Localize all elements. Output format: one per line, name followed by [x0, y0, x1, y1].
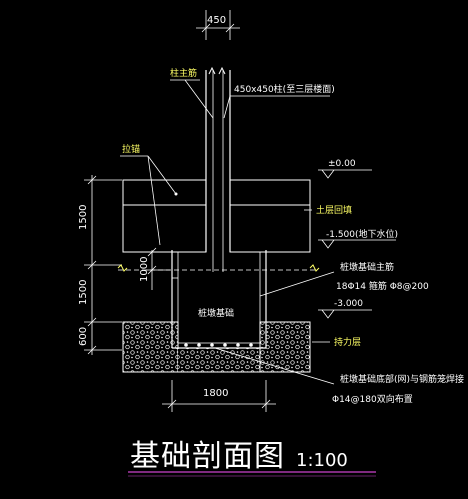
- pile-cap-label: 桩墩基础: [198, 307, 234, 319]
- level-marker-water: [318, 239, 396, 249]
- level-bottom-text: -3.000: [334, 299, 363, 309]
- drawing-scale: 1:100: [296, 450, 348, 471]
- level-zero-text: ±0.00: [328, 159, 356, 169]
- column-main-bar-label: 柱主筋: [170, 67, 197, 79]
- gravel-layer-hatch-left: [122, 321, 179, 373]
- dim-column-width: [196, 10, 240, 40]
- dim-left-chain: [84, 175, 122, 355]
- gravel-layer-label: 持力层: [334, 336, 361, 348]
- dim-upper-height-text: 1500: [78, 205, 89, 230]
- level-water-text: -1.500(地下水位): [326, 228, 398, 240]
- gravel-layer-hatch-right: [259, 321, 311, 373]
- level-marker-zero: [318, 169, 372, 179]
- pile-cap-outline: [171, 250, 267, 349]
- anchor-leader-dot: [174, 192, 178, 196]
- dim-base-width-text: 1800: [203, 388, 228, 399]
- base-rebar-note-label: 桩墩基础底部(网)与钢筋笼焊接: [340, 373, 464, 385]
- pile-cap-main-bar-label: 桩墩基础主筋: [340, 261, 394, 273]
- column-break-mark: [208, 66, 226, 75]
- anchor-label: 拉锚: [122, 143, 140, 155]
- dim-embed-depth: [146, 247, 178, 290]
- leader-lines: [120, 79, 335, 385]
- gravel-layer-hatch-center: [178, 348, 260, 372]
- dim-embed-depth-text: 1000: [139, 257, 150, 282]
- dim-base-height-text: 600: [78, 327, 89, 346]
- soil-backfill-label: 土层回填: [316, 204, 352, 216]
- cage-bottom-rebar-dots: [184, 343, 253, 347]
- side-break-marks: [117, 264, 320, 272]
- base-rebar-spec-label: Φ14@180双向布置: [332, 393, 413, 405]
- pile-rebar-spec-label: 18Φ14 箍筋 Φ8@200: [336, 280, 429, 292]
- dim-base-width: [162, 380, 276, 412]
- column-size-label: 450x450柱(至三层楼面): [234, 83, 335, 95]
- level-marker-bottom: [318, 309, 372, 319]
- dim-mid-height-text: 1500: [78, 280, 89, 305]
- dim-column-width-text: 450: [207, 15, 226, 26]
- upper-soil-block: [122, 179, 311, 253]
- drawing-title: 基础剖面图: [130, 439, 285, 474]
- column: [205, 70, 231, 272]
